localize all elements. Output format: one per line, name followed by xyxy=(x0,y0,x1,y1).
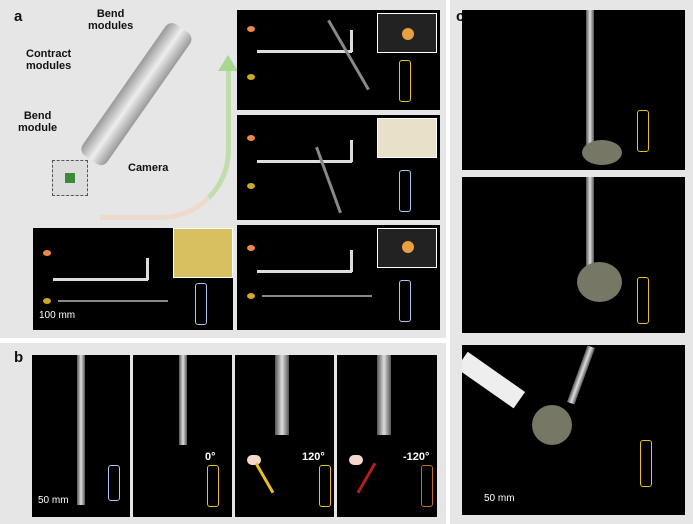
callout-contract-modules: Contract modules xyxy=(26,48,72,72)
arrow-head-icon xyxy=(218,55,238,71)
hand-icon xyxy=(349,455,363,465)
camera-module xyxy=(52,160,88,196)
navigation-frame-2 xyxy=(237,225,440,330)
rotation-frame-minus120: -120° xyxy=(337,355,437,517)
transition-arrow xyxy=(100,60,231,220)
panel-b: b 50 mm 0° 120° -120° xyxy=(0,343,446,524)
panel-label-b: b xyxy=(14,349,24,366)
panel-label-c: c xyxy=(456,8,465,25)
scale-bar-b: 50 mm xyxy=(38,495,69,506)
panel-c: c 50 mm xyxy=(450,0,693,524)
callout-bend-modules: Bend modules xyxy=(88,8,134,32)
scale-bar-c: 50 mm xyxy=(484,493,515,504)
bouquet xyxy=(582,140,622,165)
callout-bend-module: Bend module xyxy=(18,110,58,134)
angle-label-0: 0° xyxy=(205,451,216,463)
grasp-frame-1 xyxy=(462,10,685,170)
navigation-frame-3 xyxy=(237,115,440,220)
angle-label-120: 120° xyxy=(302,451,325,463)
hand-icon xyxy=(247,455,261,465)
bouquet xyxy=(532,405,572,445)
scale-bar-a: 100 mm xyxy=(39,310,76,321)
panel-a: a Bend modules Contract modules Bend mod… xyxy=(0,0,446,338)
angle-label-minus120: -120° xyxy=(403,451,430,463)
rotation-frame-0: 0° xyxy=(133,355,232,517)
panel-label-a: a xyxy=(14,8,23,25)
rotation-frame-straight: 50 mm xyxy=(32,355,130,517)
navigation-frame-4 xyxy=(237,10,440,110)
bouquet xyxy=(577,262,622,302)
rotation-frame-120: 120° xyxy=(235,355,334,517)
grasp-frame-2 xyxy=(462,177,685,333)
navigation-frame-1: 100 mm xyxy=(33,228,233,330)
grasp-frame-3: 50 mm xyxy=(462,345,685,515)
human-arm xyxy=(462,351,526,409)
